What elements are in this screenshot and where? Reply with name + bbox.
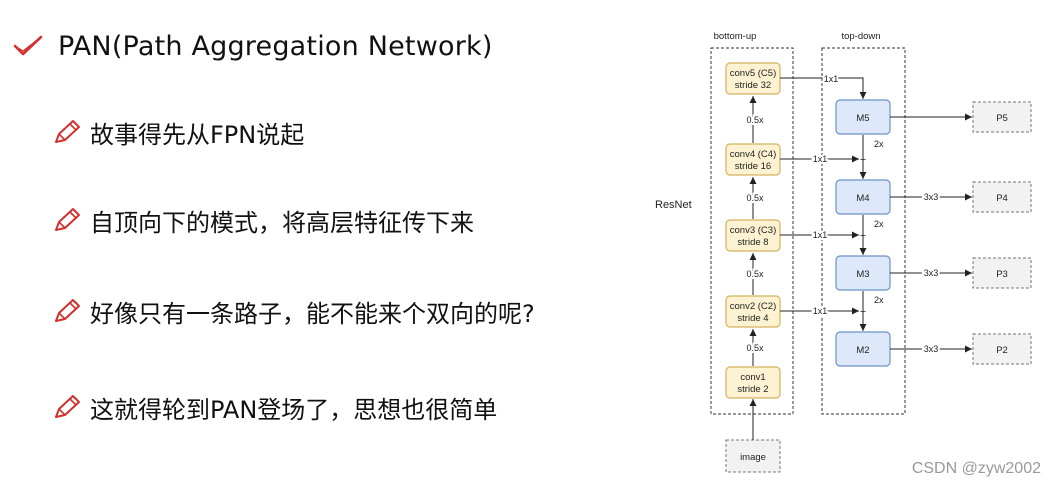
watermark: CSDN @zyw2002 (911, 460, 1041, 477)
bullet-2: 自顶向下的模式，将高层特征传下来 (52, 200, 474, 240)
check-icon (12, 34, 44, 58)
pencil-icon (52, 206, 82, 234)
lateral-label: 1x1 (813, 306, 828, 316)
output-conv-label: 3x3 (924, 192, 939, 202)
backbone-stage-c4: conv4 (C4) stride 16 (725, 143, 781, 176)
lateral-label: 1x1 (813, 154, 828, 164)
downsample-label: 0.5x (746, 193, 764, 203)
output-p3: P3 (972, 257, 1032, 289)
fpn-diagram: bottom-up top-down ResNet conv5 (C5) str… (655, 31, 1032, 473)
slide-title-row: PAN(Path Aggregation Network) (12, 22, 493, 70)
stage-stride: stride 8 (737, 237, 768, 248)
stage-name: conv4 (C4) (730, 149, 776, 160)
backbone-stage-c5: conv5 (C5) stride 32 (725, 62, 781, 95)
stage-name: conv1 (740, 372, 765, 383)
bottom-up-title: bottom-up (714, 31, 757, 42)
topdown-label: M4 (856, 193, 869, 204)
bullet-text: 这就得轮到PAN登场了，思想也很简单 (90, 395, 498, 424)
output-label: P4 (996, 193, 1008, 204)
topdown-m2: M2 (835, 331, 891, 367)
bullet-4: 这就得轮到PAN登场了，思想也很简单 (52, 387, 497, 427)
stage-stride: stride 4 (737, 313, 768, 324)
bullet-1: 故事得先从FPN说起 (52, 112, 304, 152)
backbone-stage-c2: conv2 (C2) stride 4 (725, 295, 781, 328)
stage-name: conv5 (C5) (730, 68, 776, 79)
stage-name: conv2 (C2) (730, 301, 776, 312)
pencil-icon (52, 393, 82, 421)
output-p5: P5 (972, 101, 1032, 133)
topdown-m4: M4 (835, 179, 891, 215)
output-label: P2 (996, 345, 1008, 356)
pencil-icon (52, 297, 82, 325)
lateral-label: 1x1 (813, 230, 828, 240)
slide-title: PAN(Path Aggregation Network) (58, 30, 493, 62)
bullet-text: 自顶向下的模式，将高层特征传下来 (90, 208, 474, 237)
bullet-text: 故事得先从FPN说起 (90, 120, 305, 149)
input-image-box: image (725, 439, 781, 473)
topdown-label: M2 (856, 345, 869, 356)
input-label: image (740, 452, 766, 463)
bullet-text: 好像只有一条路子，能不能来个双向的呢? (90, 299, 535, 328)
stage-stride: stride 16 (735, 161, 771, 172)
upsample-label: 2x (874, 139, 884, 149)
topdown-m3: M3 (835, 255, 891, 291)
top-down-title: top-down (841, 31, 880, 42)
downsample-label: 0.5x (746, 343, 764, 353)
stage-name: conv3 (C3) (730, 225, 776, 236)
pencil-icon (52, 118, 82, 146)
output-label: P3 (996, 269, 1008, 280)
downsample-label: 0.5x (746, 115, 764, 125)
backbone-label: ResNet (655, 199, 692, 211)
top-down-frame (821, 47, 906, 415)
bottom-up-frame (710, 47, 794, 415)
output-label: P5 (996, 113, 1008, 124)
topdown-label: M5 (856, 113, 869, 124)
bullet-3: 好像只有一条路子，能不能来个双向的呢? (52, 291, 535, 331)
stage-stride: stride 32 (735, 80, 771, 91)
output-conv-label: 3x3 (924, 344, 939, 354)
backbone-stage-c1: conv1 stride 2 (725, 366, 781, 399)
lateral-label: 1x1 (824, 74, 839, 84)
topdown-label: M3 (856, 269, 869, 280)
stage-stride: stride 2 (737, 384, 768, 395)
upsample-label: 2x (874, 295, 884, 305)
output-p4: P4 (972, 181, 1032, 213)
output-p2: P2 (972, 333, 1032, 365)
output-conv-label: 3x3 (924, 268, 939, 278)
upsample-label: 2x (874, 219, 884, 229)
topdown-m5: M5 (835, 99, 891, 135)
lateral-arrow (780, 77, 867, 99)
backbone-stage-c3: conv3 (C3) stride 8 (725, 219, 781, 252)
downsample-label: 0.5x (746, 269, 764, 279)
